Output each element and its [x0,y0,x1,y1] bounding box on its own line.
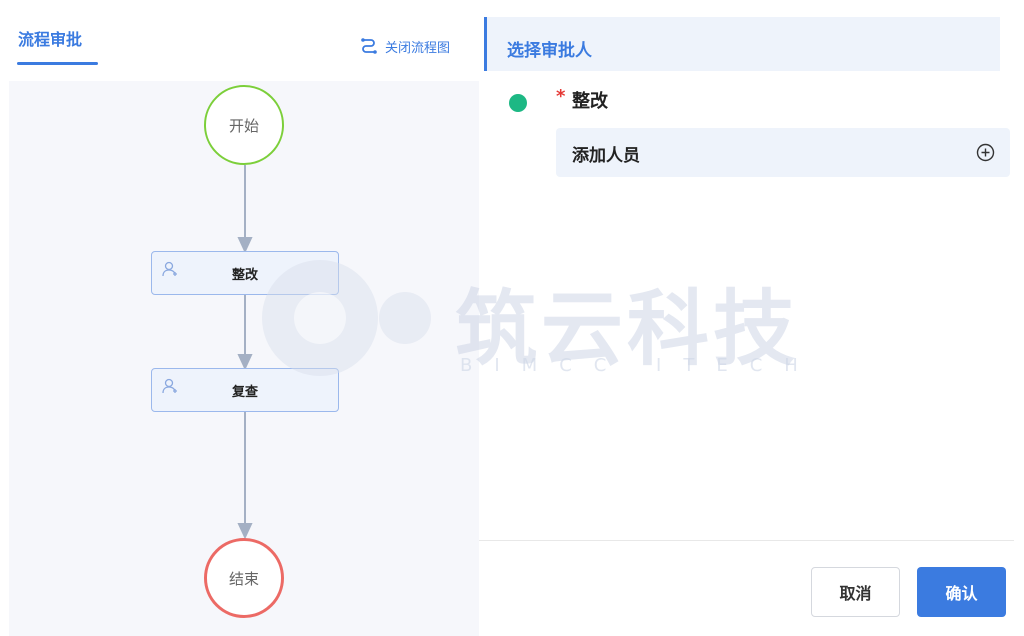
flow-start-node[interactable]: 开始 [204,85,284,165]
approver-panel-header: 选择审批人 [484,17,1000,71]
flow-node-label: 整改 [231,267,258,283]
flow-node-rectify[interactable]: 整改 [151,251,339,295]
watermark-title: 筑云科技 [455,282,800,377]
user-icon [162,261,177,277]
required-marker: * [556,86,566,107]
add-person-button[interactable]: 添加人员 [556,128,1010,177]
user-icon [162,378,177,394]
step-status-dot [509,94,527,112]
watermark-subtitle: BIMCC ITECH [460,355,820,376]
approver-panel-title: 选择审批人 [507,41,592,61]
step-name: 整改 [572,91,608,112]
footer-divider [479,540,1014,541]
cancel-button[interactable]: 取消 [811,567,900,617]
flow-node-recheck[interactable]: 复查 [151,368,339,412]
tab-flow-approval[interactable]: 流程审批 [18,30,83,49]
flow-node-label: 复查 [231,384,258,400]
close-flow-chart-label: 关闭流程图 [385,40,451,56]
plus-circle-icon[interactable] [976,143,995,162]
confirm-button[interactable]: 确认 [917,567,1006,617]
flow-end-node[interactable]: 结束 [204,538,284,618]
close-flow-chart-button[interactable]: 关闭流程图 [359,36,450,56]
add-person-label: 添加人员 [572,146,640,166]
flow-chart-icon [361,38,377,54]
flow-connectors [237,165,253,540]
active-tab-indicator [17,62,98,65]
